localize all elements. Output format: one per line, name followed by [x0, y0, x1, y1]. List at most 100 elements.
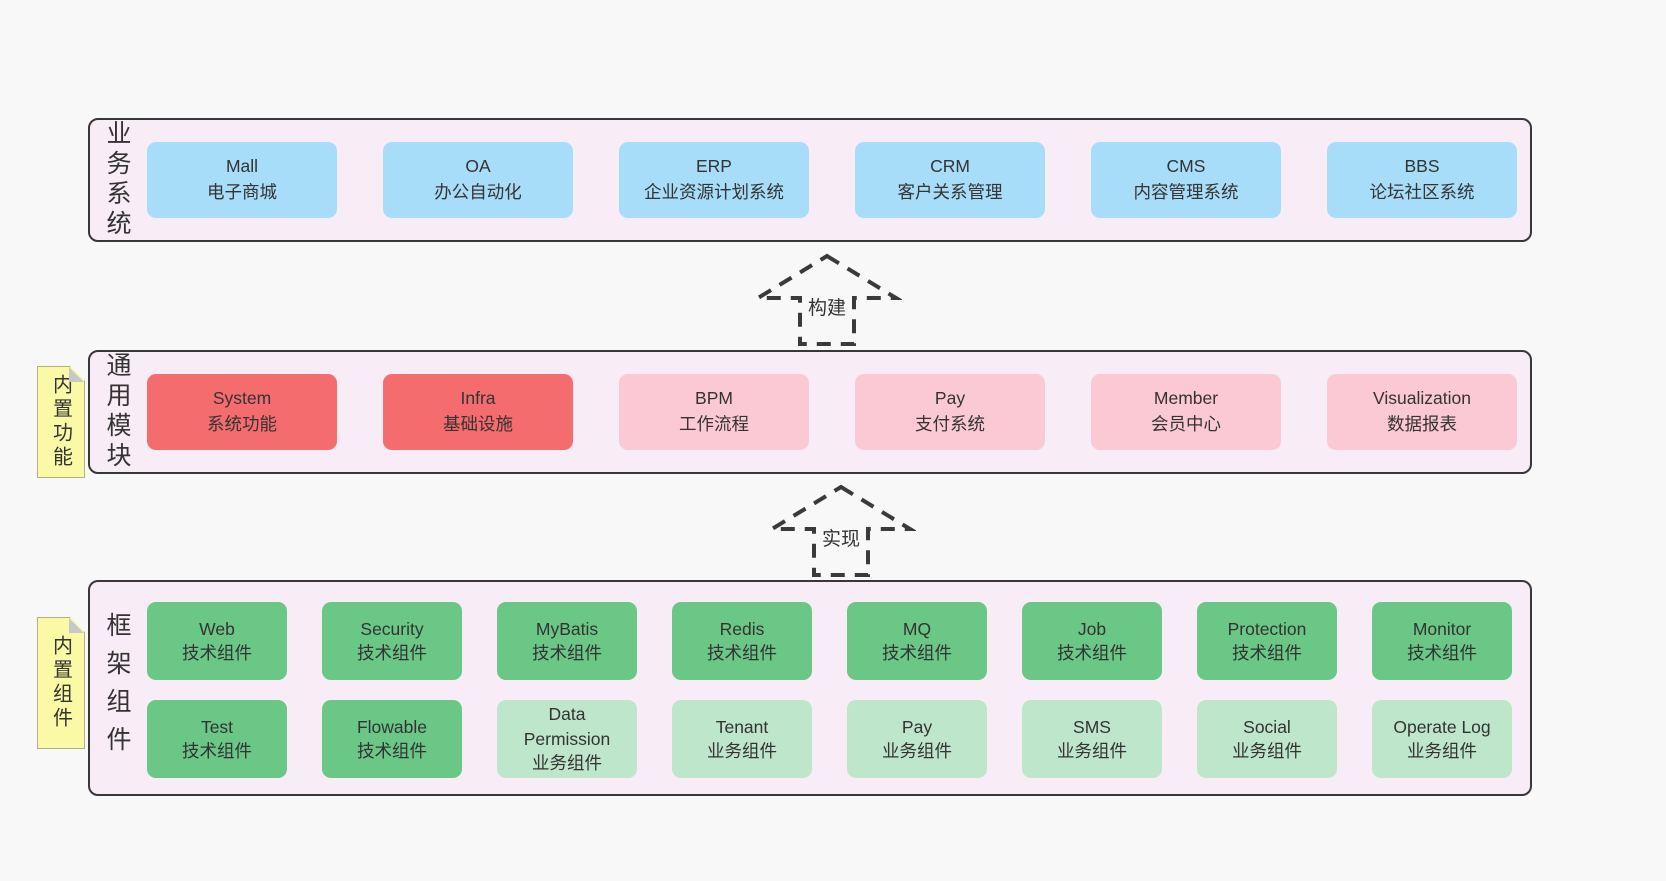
box-title: Infra — [460, 388, 496, 409]
box-title: CMS — [1166, 156, 1206, 177]
dashed-up-arrow-icon — [764, 484, 918, 577]
box-infra: Infra 基础设施 — [383, 374, 573, 450]
box-subtitle: 技术组件 — [1232, 643, 1302, 663]
box-crm: CRM 客户关系管理 — [855, 142, 1045, 218]
box-bpm: BPM 工作流程 — [619, 374, 809, 450]
box-test: Test 技术组件 — [147, 700, 287, 778]
box-subtitle: 业务组件 — [532, 753, 602, 774]
box-pay-module: Pay 支付系统 — [855, 374, 1045, 450]
components-row-1: Web 技术组件 Security 技术组件 MyBatis 技术组件 Redi… — [147, 602, 1512, 680]
box-title: Tenant — [715, 716, 769, 737]
box-erp: ERP 企业资源计划系统 — [619, 142, 809, 218]
box-protection: Protection 技术组件 — [1197, 602, 1337, 680]
section-side-label-wrap: 业务系统 — [96, 120, 138, 240]
box-subtitle: 技术组件 — [182, 741, 252, 761]
box-subtitle: 业务组件 — [707, 741, 777, 761]
section-common-modules: 通用模块 System 系统功能 Infra 基础设施 BPM 工作流程 Pay… — [88, 350, 1532, 474]
section-side-label-wrap: 通用模块 — [96, 352, 138, 472]
box-subtitle: 技术组件 — [357, 741, 427, 761]
section-modules-label: 通用模块 — [103, 352, 131, 472]
box-member: Member 会员中心 — [1091, 374, 1281, 450]
box-title: Flowable — [356, 716, 428, 737]
box-subtitle: 系统功能 — [207, 414, 277, 434]
section-components-label: 框架组件 — [103, 612, 131, 764]
box-title: Social — [1243, 716, 1291, 737]
box-oa: OA 办公自动化 — [383, 142, 573, 218]
box-mq: MQ 技术组件 — [847, 602, 987, 680]
box-title: Operate Log — [1393, 716, 1491, 737]
box-title: Pay — [901, 716, 933, 737]
box-subtitle: 客户关系管理 — [897, 182, 1003, 202]
box-title: CRM — [930, 156, 970, 177]
box-cms: CMS 内容管理系统 — [1091, 142, 1281, 218]
box-subtitle: 技术组件 — [1057, 643, 1127, 663]
dashed-up-arrow-icon — [750, 253, 904, 346]
box-title: Mall — [225, 156, 259, 177]
box-title: OA — [465, 156, 491, 177]
box-tenant: Tenant 业务组件 — [672, 700, 812, 778]
box-title: MQ — [902, 618, 932, 639]
box-flowable: Flowable 技术组件 — [322, 700, 462, 778]
box-system: System 系统功能 — [147, 374, 337, 450]
box-pay-component: Pay 业务组件 — [847, 700, 987, 778]
section-business-label: 业务系统 — [103, 120, 131, 240]
box-sms: SMS 业务组件 — [1022, 700, 1162, 778]
box-title: Job — [1077, 618, 1107, 639]
box-subtitle: 业务组件 — [882, 741, 952, 761]
box-title: Pay — [934, 388, 966, 409]
section-framework-components: 框架组件 Web 技术组件 Security 技术组件 MyBatis 技术组件… — [88, 580, 1532, 796]
box-subtitle: 技术组件 — [882, 643, 952, 663]
box-title: Web — [199, 618, 235, 639]
box-subtitle: 办公自动化 — [434, 182, 522, 202]
box-title: Monitor — [1412, 618, 1472, 639]
note-fold-corner-icon — [69, 618, 84, 633]
box-subtitle: 基础设施 — [443, 414, 513, 434]
arrow-implement-up: 实现 — [764, 481, 918, 577]
box-title: Visualization — [1373, 388, 1471, 409]
box-web: Web 技术组件 — [147, 602, 287, 680]
box-subtitle: 数据报表 — [1387, 414, 1457, 434]
box-title: Security — [360, 618, 424, 639]
sticky-note-text: 内置组件 — [49, 635, 72, 731]
business-box-row: Mall 电子商城 OA 办公自动化 ERP 企业资源计划系统 CRM 客户关系… — [147, 120, 1517, 240]
box-title: SMS — [1073, 716, 1111, 737]
box-subtitle: 技术组件 — [357, 643, 427, 663]
box-mybatis: MyBatis 技术组件 — [497, 602, 637, 680]
box-operate-log: Operate Log 业务组件 — [1372, 700, 1512, 778]
box-subtitle: 企业资源计划系统 — [644, 182, 784, 202]
box-title: Redis — [719, 618, 765, 639]
box-visualization: Visualization 数据报表 — [1327, 374, 1517, 450]
box-subtitle: 内容管理系统 — [1133, 182, 1239, 202]
modules-box-row: System 系统功能 Infra 基础设施 BPM 工作流程 Pay 支付系统… — [147, 352, 1517, 472]
components-row-2: Test 技术组件 Flowable 技术组件 Data Permission … — [147, 700, 1512, 778]
box-subtitle: 支付系统 — [915, 414, 985, 434]
box-title: Data Permission — [523, 704, 611, 749]
box-subtitle: 业务组件 — [1057, 741, 1127, 761]
box-subtitle: 业务组件 — [1232, 741, 1302, 761]
box-subtitle: 技术组件 — [182, 643, 252, 663]
box-subtitle: 技术组件 — [532, 643, 602, 663]
box-data-permission: Data Permission 业务组件 — [497, 700, 637, 778]
box-redis: Redis 技术组件 — [672, 602, 812, 680]
arrow-implement-label: 实现 — [817, 523, 865, 552]
arrow-build-label: 构建 — [803, 292, 851, 321]
box-subtitle: 业务组件 — [1407, 741, 1477, 761]
note-fold-corner-icon — [69, 367, 84, 382]
box-subtitle: 工作流程 — [679, 414, 749, 434]
box-bbs: BBS 论坛社区系统 — [1327, 142, 1517, 218]
box-title: Member — [1153, 388, 1219, 409]
box-title: ERP — [696, 156, 732, 177]
box-subtitle: 技术组件 — [1407, 643, 1477, 663]
box-title: MyBatis — [535, 618, 599, 639]
section-business-systems: 业务系统 Mall 电子商城 OA 办公自动化 ERP 企业资源计划系统 CRM… — [88, 118, 1532, 242]
box-title: Test — [200, 716, 234, 737]
sticky-note-builtin-components: 内置组件 — [37, 617, 85, 749]
box-mall: Mall 电子商城 — [147, 142, 337, 218]
section-side-label-wrap: 框架组件 — [96, 582, 138, 794]
sticky-note-builtin-functions: 内置功能 — [37, 366, 85, 478]
box-subtitle: 技术组件 — [707, 643, 777, 663]
box-security: Security 技术组件 — [322, 602, 462, 680]
box-social: Social 业务组件 — [1197, 700, 1337, 778]
box-monitor: Monitor 技术组件 — [1372, 602, 1512, 680]
